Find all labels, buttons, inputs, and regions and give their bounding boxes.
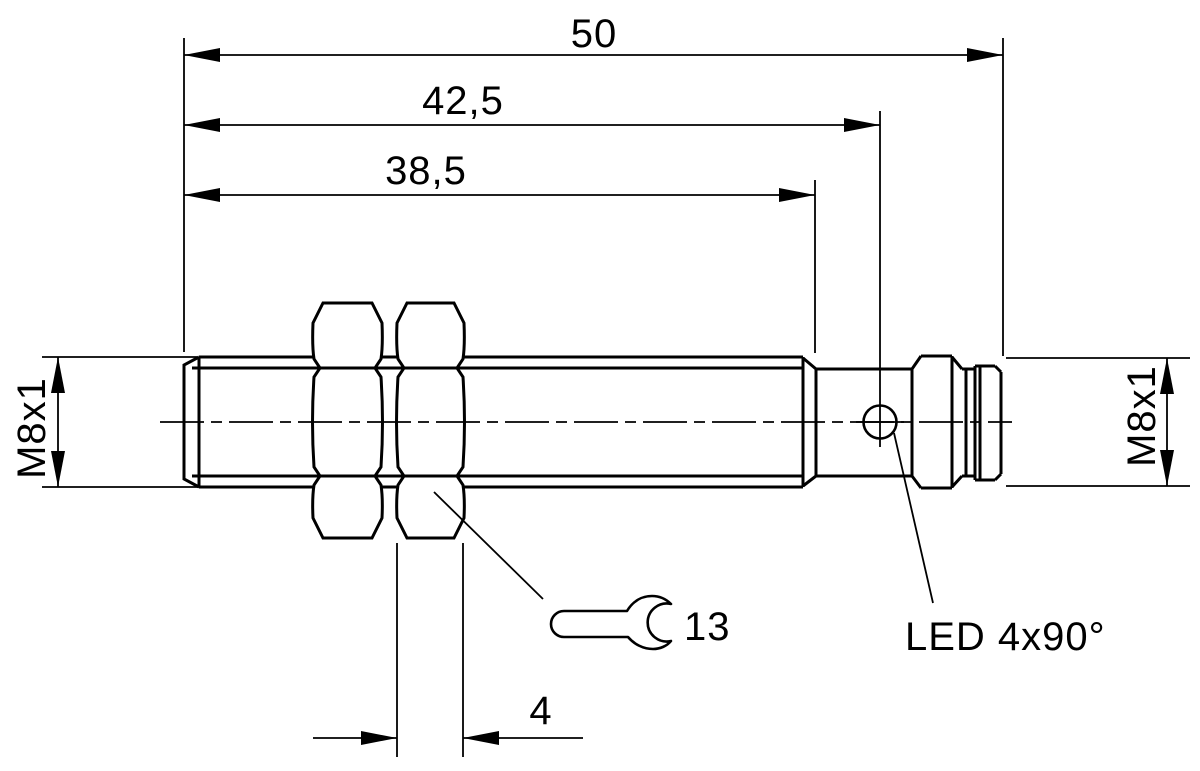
hex-nut-1 xyxy=(311,301,384,540)
dim-value-thread-length: 38,5 xyxy=(385,149,467,193)
dim-nut-width: 4 xyxy=(313,543,583,757)
leader-line-led xyxy=(893,432,934,604)
thread-end-chamfer-bottom xyxy=(802,474,817,488)
label-led: LED 4x90° xyxy=(905,615,1106,659)
arrowhead-left xyxy=(184,188,220,202)
hex-nut-2 xyxy=(395,301,466,540)
dim-value-overall-length: 50 xyxy=(571,12,618,56)
arrowhead-left xyxy=(463,731,499,745)
arrowhead-down xyxy=(1160,450,1174,486)
cap-chamfer-bottom xyxy=(993,472,1003,482)
ring-chamfer-top-left xyxy=(910,355,923,370)
neck-chamfer-bottom xyxy=(950,474,964,489)
leader-line-nut-to-wrench xyxy=(433,491,544,600)
label-wrench-size: 13 xyxy=(684,605,731,649)
arrowhead-right xyxy=(779,188,815,202)
hex-nut-2-outline xyxy=(395,301,466,540)
dim-connector-thread: M8x1 xyxy=(1006,357,1190,487)
wrench-outline xyxy=(549,594,673,651)
ring-chamfer-bottom-left xyxy=(910,475,923,489)
dim-value-nut-width: 4 xyxy=(529,689,552,733)
dim-value-led-position: 42,5 xyxy=(422,79,504,123)
arrowhead-right xyxy=(967,48,1003,62)
cap-chamfer-top xyxy=(993,364,1003,374)
dim-led-position: 42,5 xyxy=(184,79,881,447)
dim-front-thread: M8x1 xyxy=(10,356,199,488)
arrowhead-left xyxy=(184,48,220,62)
arrowhead-up xyxy=(1160,358,1174,394)
hex-nut-1-outline xyxy=(311,301,384,540)
wrench-icon: 13 xyxy=(549,594,731,651)
label-connector-thread: M8x1 xyxy=(1120,365,1164,467)
neck-chamfer-top xyxy=(950,356,964,370)
dim-thread-length: 38,5 xyxy=(184,149,816,353)
arrowhead-up xyxy=(51,357,65,393)
label-front-thread: M8x1 xyxy=(10,377,54,479)
arrowhead-left xyxy=(184,118,220,132)
arrowhead-right xyxy=(844,118,880,132)
arrowhead-down xyxy=(51,451,65,487)
thread-end-chamfer-top xyxy=(802,356,817,371)
arrowhead-right xyxy=(361,731,397,745)
